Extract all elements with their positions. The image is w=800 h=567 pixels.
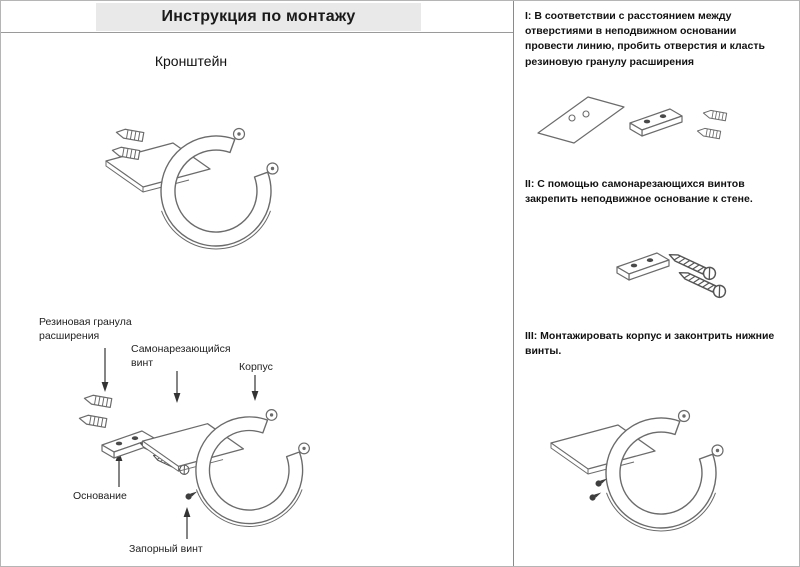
label-self-tapping-screw: Самонарезающийся винт xyxy=(131,343,231,369)
pointer-arrow-self-tapping-screw xyxy=(173,371,181,403)
label-rubber-granule: Резиновая гранула расширения xyxy=(39,316,132,342)
step-1-drawing xyxy=(537,96,728,144)
exploded-view-drawing xyxy=(78,393,311,528)
pointer-arrow-body xyxy=(251,375,259,401)
header-divider-line xyxy=(1,32,513,33)
column-divider-line xyxy=(513,1,514,566)
step-2-text: II: С помощью самонарезающихся винтов за… xyxy=(525,178,753,206)
pointer-arrow-locking-screw xyxy=(183,507,191,539)
bracket-assembled-drawing xyxy=(105,127,279,250)
step-3-drawing xyxy=(550,409,724,532)
page-title: Инструкция по монтажу xyxy=(161,8,356,25)
step-2-drawing xyxy=(616,248,729,301)
label-body: Корпус xyxy=(239,361,273,373)
step-1-text: I: В соответствии с расстоянием между от… xyxy=(525,10,765,68)
label-locking-screw: Запорный винт xyxy=(129,543,203,555)
page-header: Инструкция по монтажу xyxy=(96,3,421,31)
bracket-subtitle: Кронштейн xyxy=(154,53,228,69)
step-3-text: III: Монтажировать корпус и законтрить н… xyxy=(525,330,775,358)
pointer-arrow-rubber-granule xyxy=(101,348,109,392)
label-base: Основание xyxy=(73,490,127,502)
